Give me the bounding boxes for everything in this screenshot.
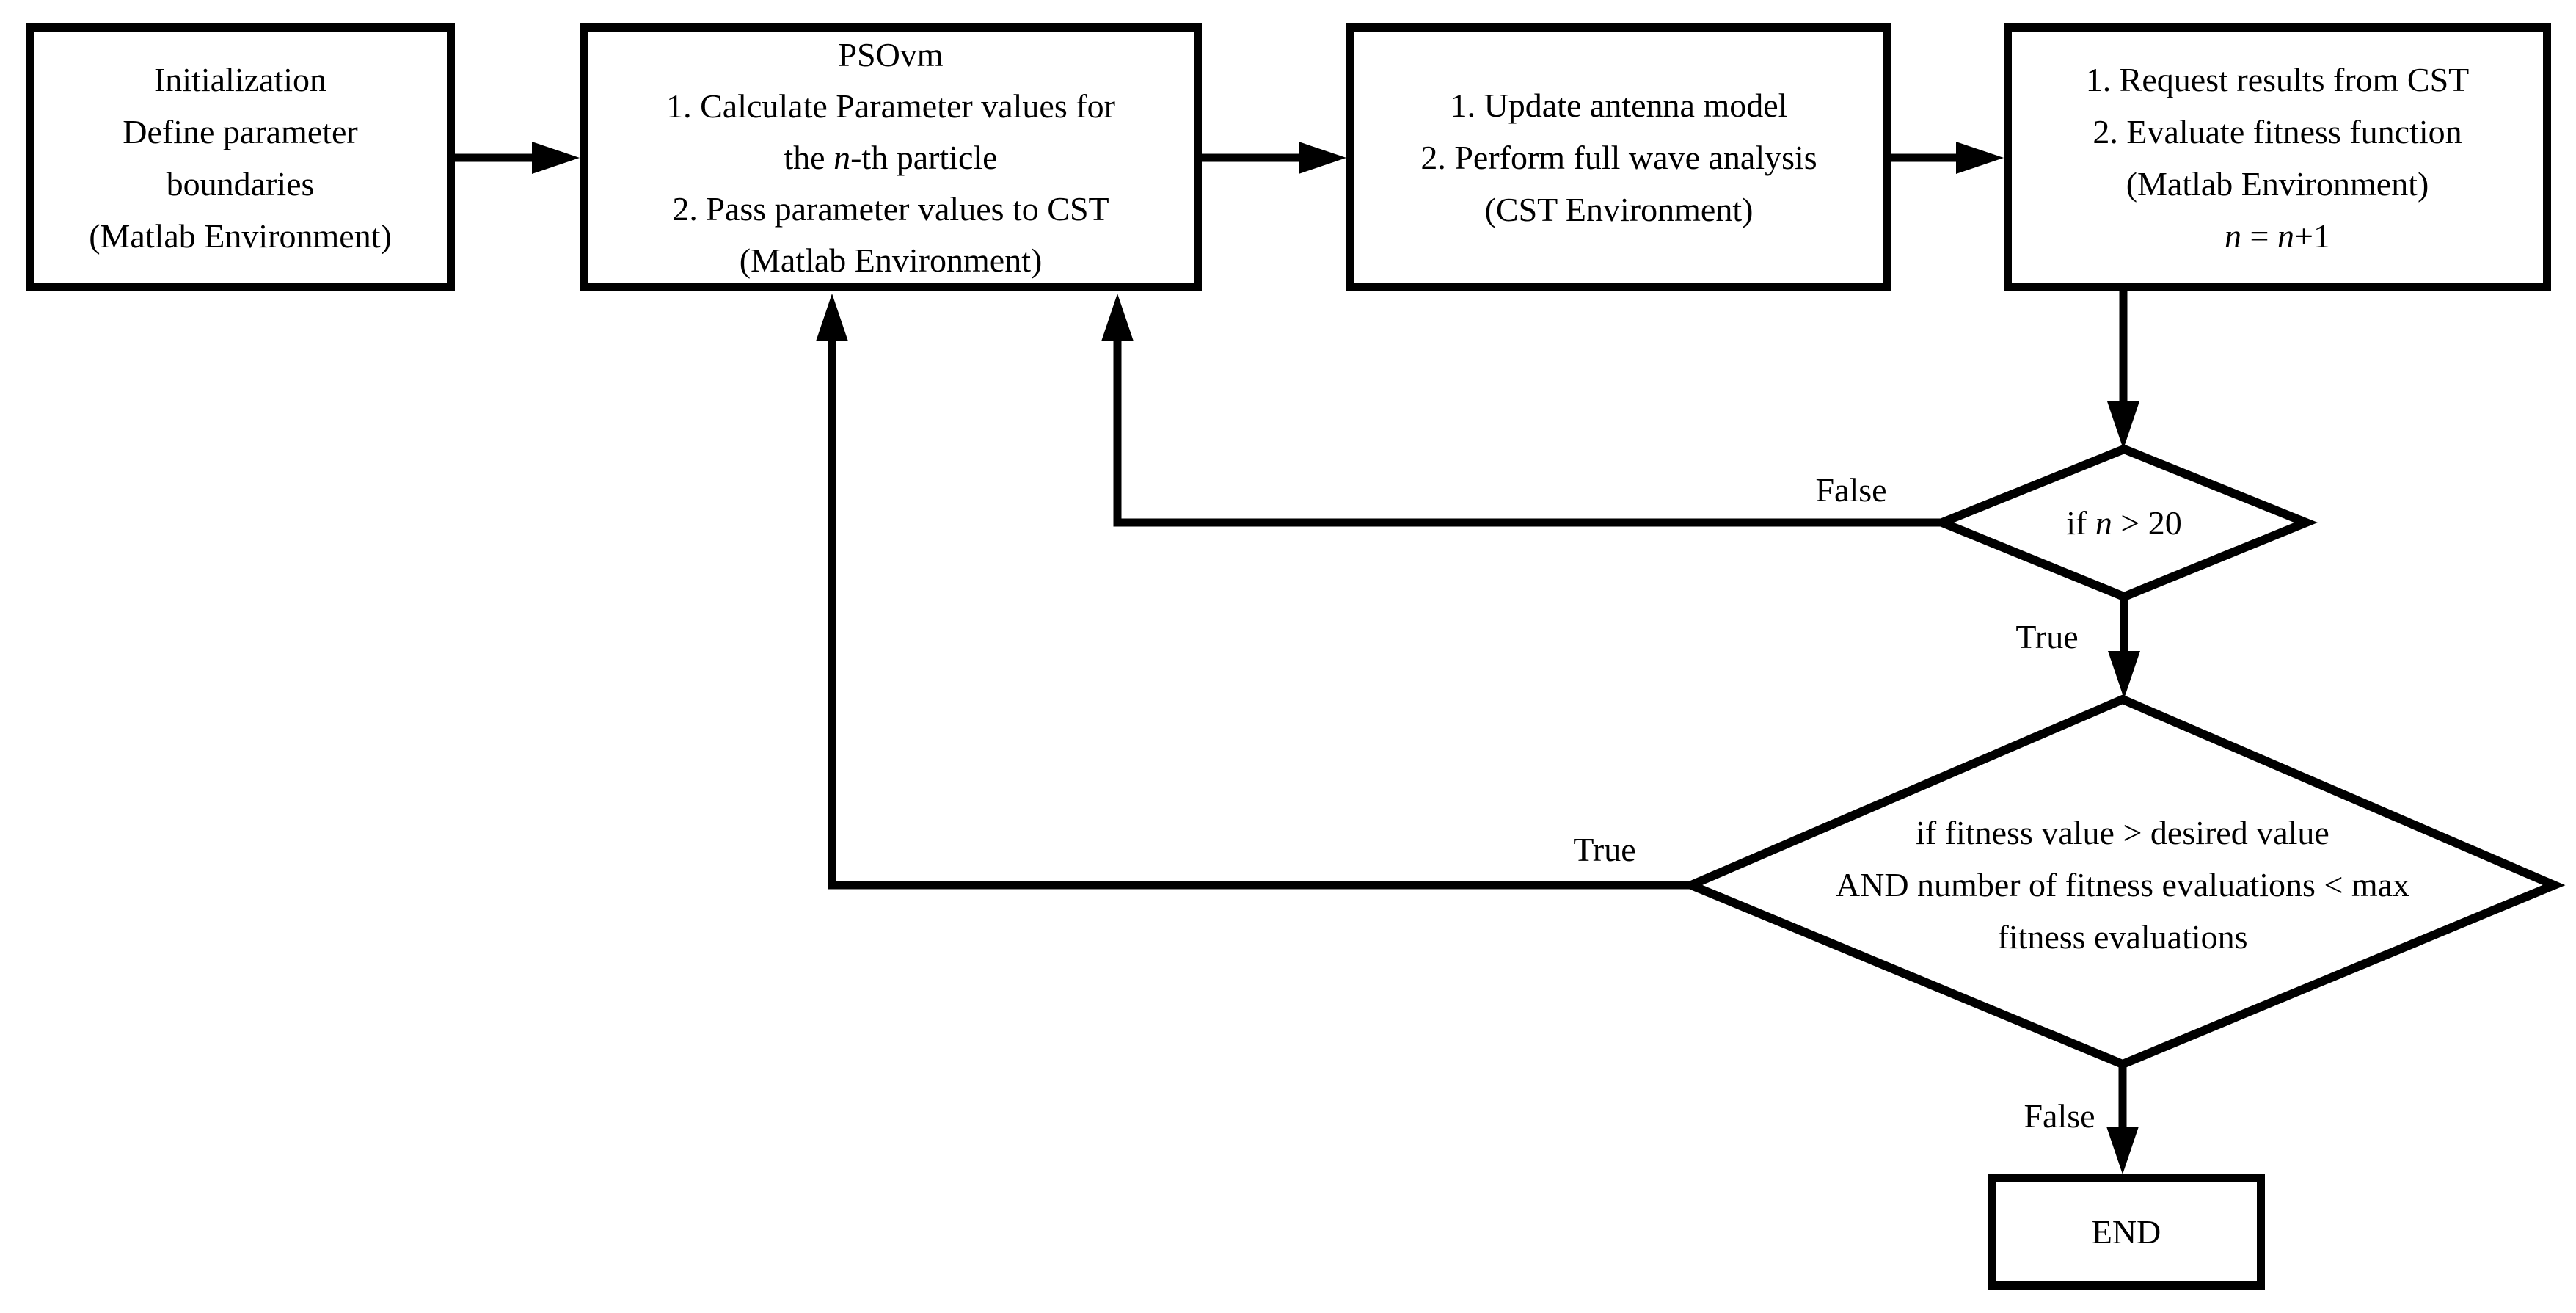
decision-fitness-shape bbox=[1679, 694, 2566, 1069]
arrowhead-into-decision2-top bbox=[2108, 651, 2140, 699]
end-label: END bbox=[2091, 1213, 2161, 1251]
edge-iterations-false-line bbox=[1113, 338, 1942, 527]
arrowhead-fitness-true-up bbox=[816, 294, 848, 341]
decision-iterations-text: if n > 20 bbox=[2066, 504, 2182, 542]
arrowhead-into-decision1-top bbox=[2107, 401, 2139, 449]
decision-iterations-shape bbox=[1930, 444, 2318, 602]
node-end: END bbox=[1988, 1174, 2265, 1290]
edge-label-fitness-false: False bbox=[2024, 1097, 2095, 1135]
arrowhead-into-psovm-left bbox=[532, 142, 580, 174]
edge-label-iterations-true: True bbox=[2015, 618, 2079, 655]
edge-label-iterations-false: False bbox=[1815, 471, 1887, 509]
arrowhead-into-evaluate-left bbox=[1956, 142, 2004, 174]
arrowhead-into-end-top bbox=[2106, 1127, 2139, 1174]
arrowhead-into-cst-left bbox=[1299, 142, 1346, 174]
edge-label-fitness-true: True bbox=[1573, 831, 1636, 868]
arrowhead-iterations-false-up bbox=[1101, 294, 1134, 341]
edge-fitness-true-line bbox=[828, 338, 1691, 890]
